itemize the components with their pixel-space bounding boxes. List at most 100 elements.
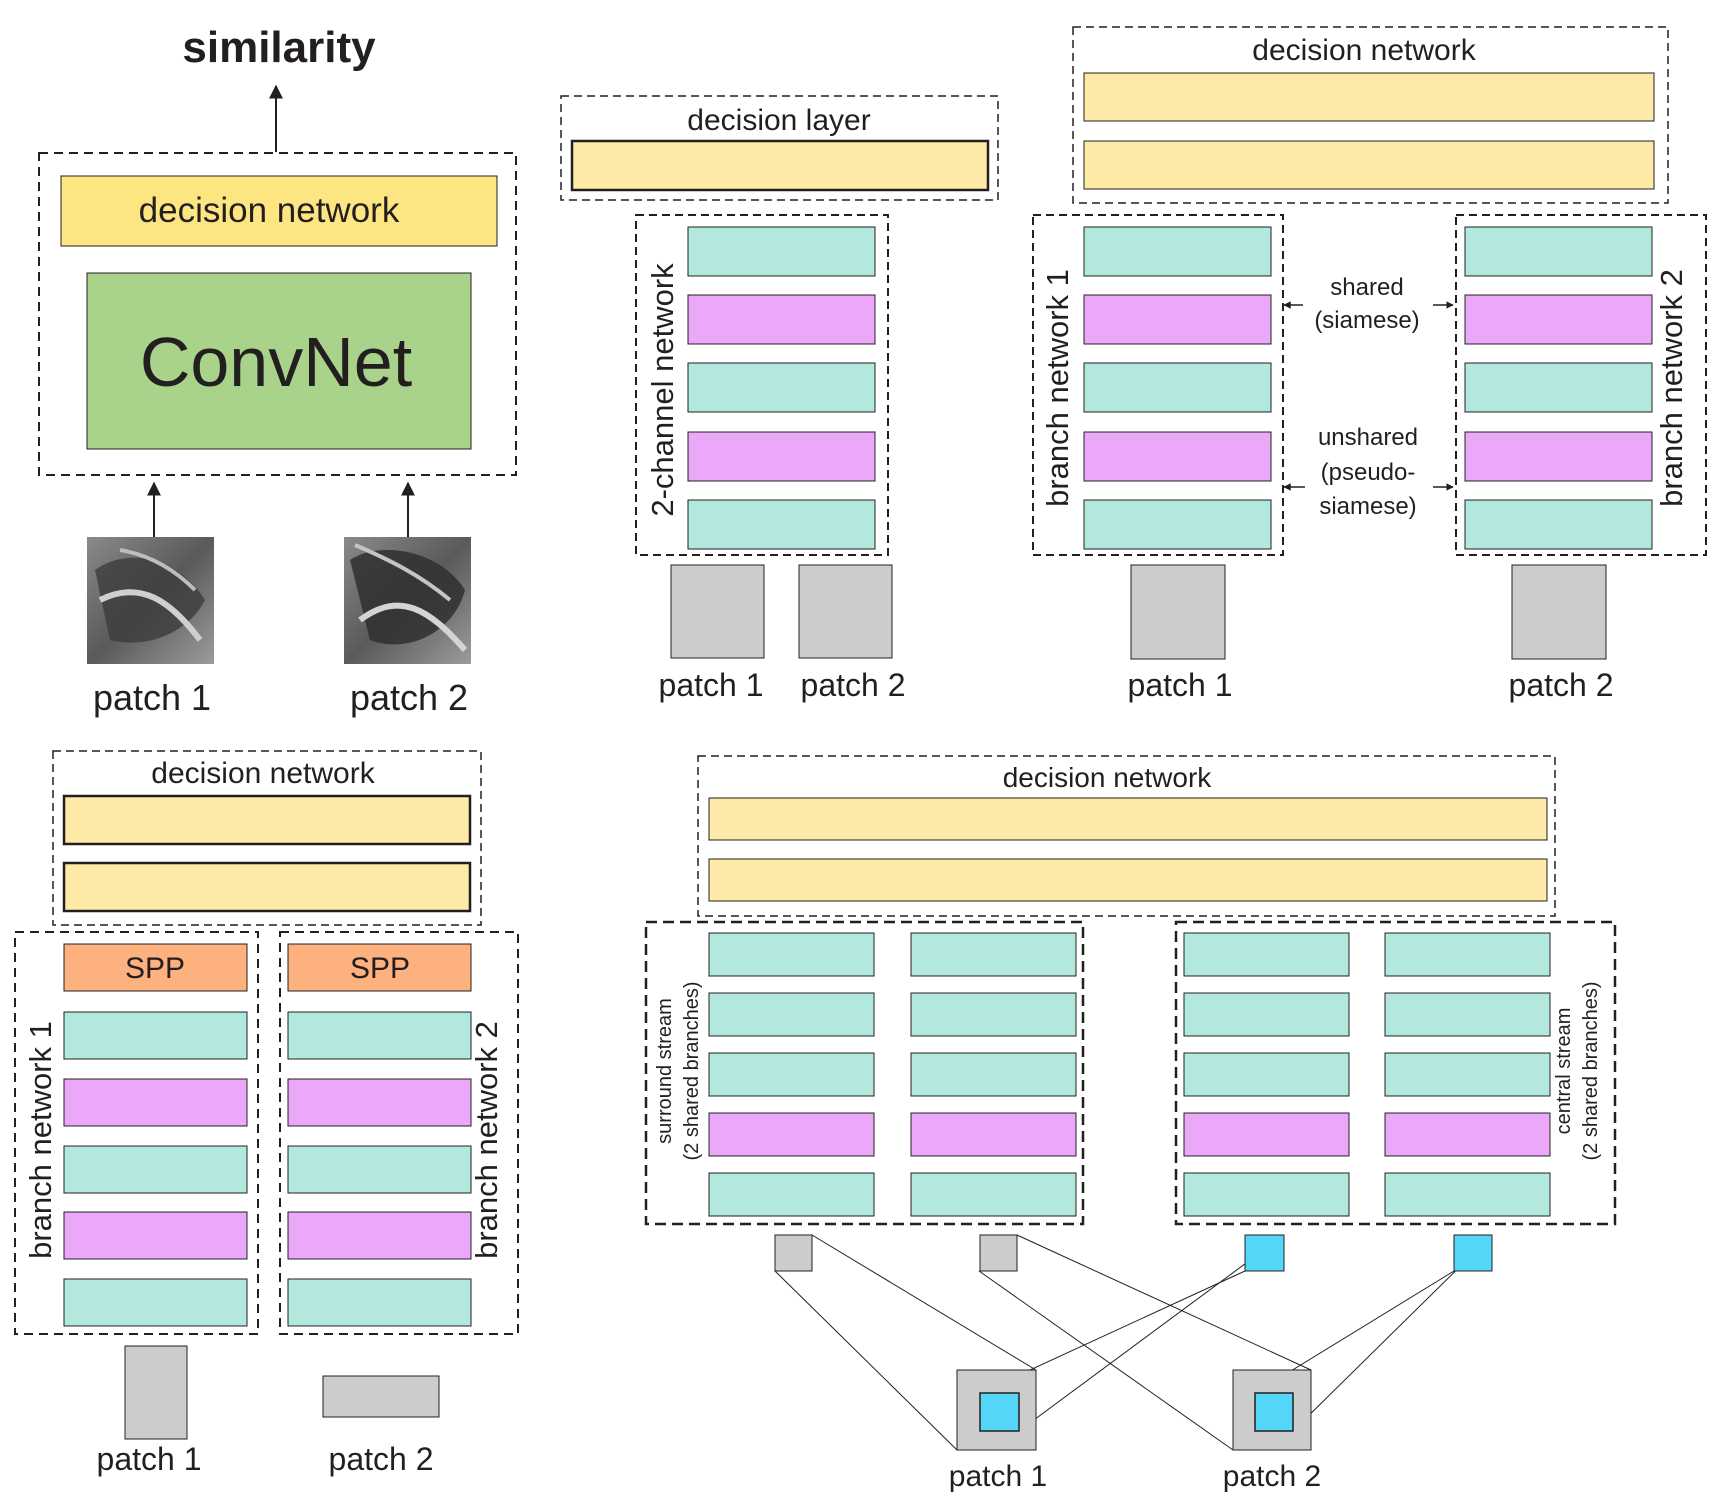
layer-pool-2	[687, 431, 876, 482]
patch1-label: patch 1	[93, 677, 211, 718]
branch2-pool-2	[287, 1211, 472, 1260]
central-b-conv-4	[1384, 1172, 1551, 1217]
surround-stream-frame	[644, 920, 1085, 1226]
branch2-frame	[1455, 214, 1707, 556]
branch1-conv-3	[1083, 499, 1272, 550]
surround-b-conv-1	[910, 932, 1077, 977]
surround-b-conv-2	[910, 992, 1077, 1037]
panel-b: decision layer 2-channel network patch 1…	[560, 95, 999, 703]
branch1-label: branch network 1	[1040, 269, 1075, 507]
panel-c: decision network branch network 1 branch…	[1032, 26, 1707, 703]
surround-b-pool	[910, 1112, 1077, 1157]
branch1-pool-2	[63, 1211, 248, 1260]
central-a-pool	[1183, 1112, 1350, 1157]
patch2-outer	[1232, 1369, 1312, 1451]
surround-a-conv-1	[708, 932, 875, 977]
branch1-conv-2	[1083, 362, 1272, 413]
central-input-1	[1244, 1234, 1285, 1272]
branch2-pool-1	[1464, 294, 1653, 345]
patch-connectors	[774, 1234, 1493, 1451]
patch1-image	[87, 537, 214, 664]
patch2-image	[344, 537, 471, 664]
patch1-box	[124, 1345, 188, 1440]
convnet-label: ConvNet	[140, 323, 412, 401]
central-stream-label-2: (2 shared branches)	[1580, 982, 1602, 1161]
decision-network-label: decision network	[1003, 762, 1213, 793]
layer-conv-1	[687, 226, 876, 277]
two-channel-label: 2-channel network	[645, 263, 680, 517]
central-a-conv-4	[1183, 1172, 1350, 1217]
central-b-pool	[1384, 1112, 1551, 1157]
branch2-conv-1	[1464, 226, 1653, 277]
decision-network-label: decision network	[1252, 34, 1476, 67]
surround-a-conv-3	[708, 1052, 875, 1097]
central-a-conv-3	[1183, 1052, 1350, 1097]
branch2-conv-2	[1464, 362, 1653, 413]
branch1-label: branch network 1	[23, 1021, 58, 1259]
branch1-pool-1	[1083, 294, 1272, 345]
decision-network-label: decision network	[139, 191, 400, 230]
unshared-label-line3: siamese)	[1319, 493, 1416, 520]
surround-a-conv-2	[708, 992, 875, 1037]
patch2-label: patch 2	[801, 667, 906, 703]
branch2-label: branch network 2	[1654, 269, 1689, 507]
branch2-pool-2	[1464, 431, 1653, 482]
decision-network-frame	[38, 152, 517, 476]
patch1-box	[670, 564, 765, 659]
decision-fc-1	[708, 797, 1548, 841]
shared-label-line1: shared	[1330, 274, 1403, 301]
branch1-conv-1	[63, 1011, 248, 1060]
patch1-label: patch 1	[1128, 667, 1233, 703]
layer-conv-3	[687, 499, 876, 550]
layer-pool-1	[687, 294, 876, 345]
decision-layer-label: decision layer	[687, 104, 870, 137]
shared-label-line2: (siamese)	[1314, 307, 1419, 334]
surround-b-conv-4	[910, 1172, 1077, 1217]
decision-network-block	[60, 175, 498, 247]
patch1-label: patch 1	[659, 667, 764, 703]
branch2-conv-2	[287, 1145, 472, 1194]
patch2-label: patch 2	[350, 677, 468, 718]
branch1-pool-2	[1083, 431, 1272, 482]
unshared-label-line1: unshared	[1318, 424, 1418, 451]
decision-fc-2	[708, 858, 1548, 902]
decision-layer-block	[570, 139, 990, 192]
branch1-spp	[63, 943, 248, 992]
branch1-conv-3	[63, 1278, 248, 1327]
branch2-spp-label: SPP	[350, 952, 410, 985]
branch2-label: branch network 2	[469, 1021, 504, 1259]
patch2-box	[1511, 564, 1607, 660]
decision-fc-1	[62, 794, 472, 846]
branch2-conv-1	[287, 1011, 472, 1060]
branch1-frame	[14, 931, 259, 1335]
panel-a: similarity decision network ConvNet patc…	[38, 23, 517, 718]
branch1-conv-1	[1083, 226, 1272, 277]
patch2-box	[798, 564, 893, 659]
surround-stream-label-2: (2 shared branches)	[681, 982, 703, 1161]
decision-network-label: decision network	[151, 757, 375, 790]
branch2-frame	[279, 931, 519, 1335]
decision-fc-2	[62, 861, 472, 913]
panel-e: decision network surround stream (2 shar…	[644, 755, 1617, 1493]
branch1-frame	[1032, 214, 1284, 556]
patch1-box	[1130, 564, 1226, 660]
unshared-label-bg	[1305, 420, 1433, 520]
branch1-pool-1	[63, 1078, 248, 1127]
convnet-block	[86, 272, 472, 450]
central-b-conv-2	[1384, 992, 1551, 1037]
decision-network-frame	[52, 750, 482, 926]
surround-stream-label-1: surround stream	[654, 998, 676, 1144]
patch2-label: patch 2	[1223, 1460, 1321, 1493]
decision-layer-frame	[560, 95, 999, 201]
similarity-label: similarity	[182, 23, 376, 72]
surround-a-pool	[708, 1112, 875, 1157]
central-b-conv-1	[1384, 932, 1551, 977]
central-a-conv-1	[1183, 932, 1350, 977]
panel-d: decision network SPP branch network 1 SP…	[14, 750, 519, 1477]
patch1-label: patch 1	[949, 1460, 1047, 1493]
central-input-2	[1453, 1234, 1493, 1272]
patch2-center	[1254, 1392, 1294, 1432]
patch2-box	[322, 1375, 440, 1418]
central-a-conv-2	[1183, 992, 1350, 1037]
central-stream-frame	[1174, 920, 1617, 1226]
